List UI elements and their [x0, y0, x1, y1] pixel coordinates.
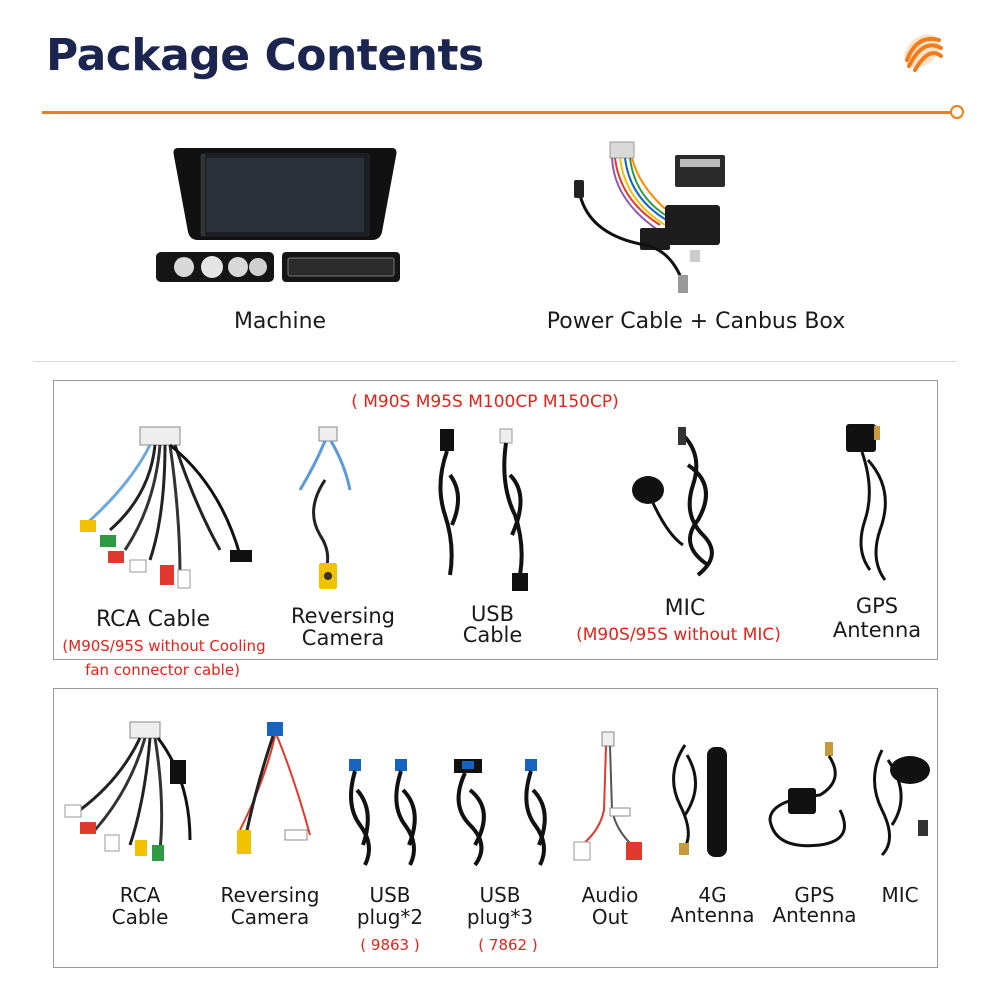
rca-cable-2-label-line1: RCA	[119, 883, 161, 907]
gps-antenna-2-label-line2: Antenna	[772, 903, 857, 927]
rca-cable-note-line2: fan connector cable)	[85, 661, 240, 679]
rca-cable-image	[80, 426, 252, 589]
4g-antenna-label-line1: 4G	[698, 883, 727, 907]
mic-image	[632, 427, 714, 577]
4g-antenna-image	[672, 744, 727, 857]
reversing-camera-cable-image	[298, 426, 352, 589]
audio-out-image	[573, 731, 642, 861]
gps-antenna-label-line2: Antenna	[832, 618, 922, 642]
reversing-camera-2-label-line2: Camera	[230, 905, 310, 929]
section-divider	[33, 361, 957, 362]
mic-note: (M90S/95S without MIC)	[576, 625, 781, 645]
usb-cable-label-line1: USB	[470, 602, 515, 626]
power-cable-canbus-image	[574, 141, 725, 293]
usb-plug-2-label-line2: plug*2	[356, 905, 424, 929]
4g-antenna-label-line2: Antenna	[670, 903, 755, 927]
reversing-camera-2-image	[237, 722, 311, 854]
gps-antenna-2-label-line1: GPS	[794, 883, 835, 907]
audio-out-label-line2: Out	[591, 905, 629, 929]
header-rule	[42, 111, 954, 114]
models-header: ( M90S M95S M100CP M150CP)	[351, 392, 619, 412]
mic-label: MIC	[664, 596, 706, 621]
usb-plug-2-image	[349, 759, 417, 866]
usb-plug-3-label-line1: USB	[479, 883, 521, 907]
usb-cable-image	[438, 428, 528, 591]
rca-cable-2-image	[64, 721, 192, 861]
reversing-camera-label-line2: Camera	[301, 626, 385, 650]
machine-head-unit-image	[156, 148, 400, 282]
usb-plug-3-image	[454, 759, 547, 867]
power-cable-canbus-label: Power Cable + Canbus Box	[546, 309, 846, 334]
package-box-models	[53, 380, 938, 660]
usb-plug-2-label-line1: USB	[369, 883, 411, 907]
gps-antenna-image	[846, 424, 887, 581]
package-box-accessories	[53, 688, 938, 968]
gps-antenna-label-line1: GPS	[855, 594, 899, 618]
mic-2-image	[873, 749, 930, 857]
rca-cable-label: RCA Cable	[95, 607, 211, 632]
mic-2-label: MIC	[881, 883, 919, 907]
usb-plug-2-note: ( 9863 )	[360, 936, 420, 954]
reversing-camera-2-label-line1: Reversing	[220, 883, 320, 907]
usb-plug-3-note: ( 7862 )	[478, 936, 538, 954]
machine-label: Machine	[233, 309, 327, 334]
usb-plug-3-label-line2: plug*3	[466, 905, 534, 929]
reversing-camera-label-line1: Reversing	[291, 604, 395, 628]
header-rule-end-dot	[950, 105, 964, 119]
usb-cable-label-line2: Cable	[462, 623, 523, 647]
audio-out-label-line1: Audio	[581, 883, 639, 907]
brand-logo-icon	[904, 34, 943, 72]
rca-cable-2-label-line2: Cable	[111, 905, 169, 929]
page-title: Package Contents	[46, 30, 484, 81]
rca-cable-note-line1: (M90S/95S without Cooling	[62, 637, 266, 655]
gps-antenna-2-image	[768, 742, 846, 848]
